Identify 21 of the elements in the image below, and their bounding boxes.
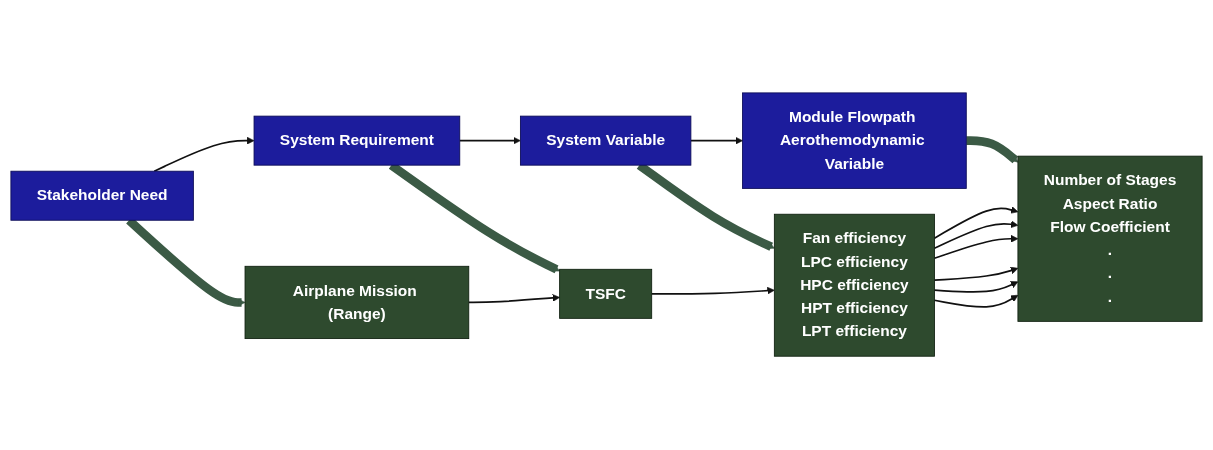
arrow (933, 221, 1019, 250)
flowchart-drawing: Stakeholder Need System Requirement System Variable Module Flowpath Aerothemodynamic Variable Airplane Mission (Range) TSFC Fan efficiency LPC efficiency HPC efficiency HPT efficiency LPT efficiency Number of Stages Aspect Ratio Flow Coefficient . . . (4, 86, 1209, 364)
node-box (742, 92, 967, 190)
node-box (244, 266, 470, 340)
arrow (933, 281, 1019, 294)
arrow (933, 295, 1019, 309)
arrow (458, 137, 521, 145)
arrow (933, 206, 1019, 240)
node-box (559, 269, 653, 320)
node-box (253, 116, 461, 167)
arrow (650, 287, 775, 296)
node-box (1017, 156, 1203, 323)
arrow (690, 137, 743, 145)
arrow (966, 136, 1019, 164)
arrow (153, 137, 255, 173)
arrow (933, 267, 1019, 282)
node-box (520, 116, 692, 167)
arrow (467, 294, 560, 304)
node-box (773, 214, 935, 358)
arrow (933, 235, 1019, 260)
node-box (10, 171, 194, 222)
